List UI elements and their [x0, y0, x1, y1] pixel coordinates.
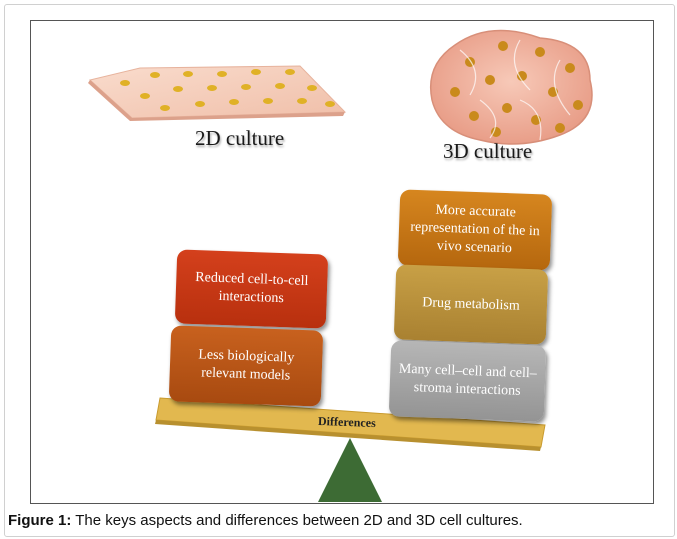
- cell-sheet-2d: [88, 65, 347, 121]
- box-drug-metabolism: Drug metabolism: [393, 264, 549, 345]
- caption-text: The keys aspects and differences between…: [71, 512, 523, 529]
- box-reduced-cell-interactions: Reduced cell-to-cell interactions: [174, 249, 329, 329]
- cell-cluster-3d: [429, 29, 593, 145]
- figure-caption: Figure 1: The keys aspects and differenc…: [8, 512, 523, 529]
- label-3d-culture: 3D culture: [443, 139, 533, 163]
- box-less-relevant-models: Less biologically relevant models: [168, 325, 324, 407]
- fulcrum-triangle: [318, 438, 382, 502]
- figure-border: [4, 4, 675, 537]
- caption-prefix: Figure 1:: [8, 512, 72, 529]
- box-accurate-representation: More accurate representation of the in v…: [397, 189, 553, 271]
- beam-label-differences: Differences: [317, 413, 376, 431]
- box-cell-interactions: Many cell–cell and cell–stroma interacti…: [388, 340, 547, 422]
- label-2d-culture: 2D culture: [195, 126, 285, 150]
